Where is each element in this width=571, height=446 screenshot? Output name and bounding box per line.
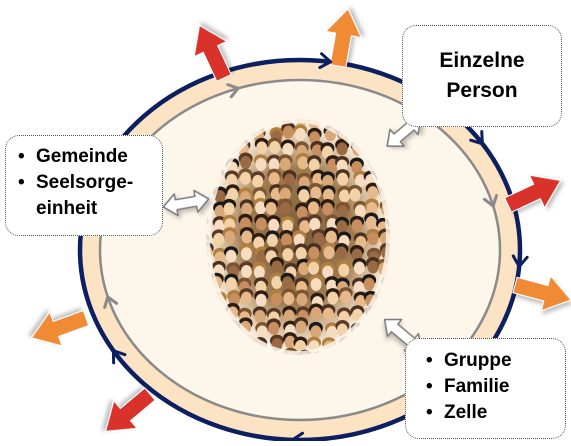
parish-item: Gemeinde (18, 144, 162, 170)
outward-arrow-icon (25, 301, 92, 355)
person-label-line1: Einzelne (439, 46, 524, 76)
crowd-mosaic (194, 107, 398, 368)
group-item: Gruppe (426, 348, 565, 374)
person-label-line2: Person (446, 76, 517, 106)
pastoral-unit-item-continued: einheit (18, 196, 162, 222)
group-box: Gruppe Familie Zelle (405, 338, 566, 439)
cell-item: Zelle (426, 400, 565, 426)
parish-box: Gemeinde Seelsorge- einheit (5, 135, 163, 236)
family-item: Familie (426, 374, 565, 400)
single-person-box: Einzelne Person (402, 25, 562, 127)
pastoral-unit-item: Seelsorge- (18, 170, 162, 196)
